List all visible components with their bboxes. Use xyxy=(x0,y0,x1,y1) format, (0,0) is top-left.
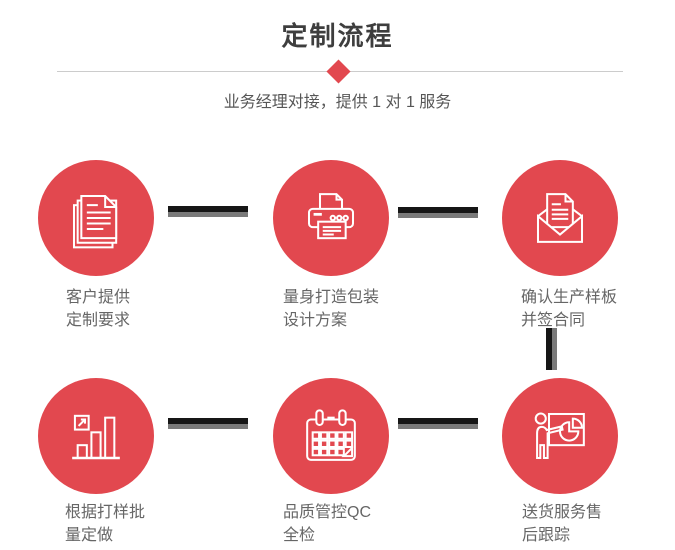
printer-icon xyxy=(298,185,364,251)
step6-label-line1: 送货服务售 xyxy=(522,504,603,521)
step1-label-line2: 定制要求 xyxy=(66,312,131,329)
step4-label-line2: 量定做 xyxy=(65,527,114,544)
step5-label: 品质管控QC 全检 xyxy=(283,501,371,547)
step6-label-line2: 后跟踪 xyxy=(522,527,571,544)
connector-step1-step2 xyxy=(168,206,248,217)
step5-circle xyxy=(273,378,389,494)
step6-circle xyxy=(502,378,618,494)
step1-label: 客户提供 定制要求 xyxy=(66,286,130,332)
step2-circle xyxy=(273,160,389,276)
step1-circle xyxy=(38,160,154,276)
connector-step3-step6 xyxy=(546,328,557,370)
connector-step2-step3 xyxy=(398,207,478,218)
calendar-icon xyxy=(298,403,364,469)
step3-circle xyxy=(502,160,618,276)
presentation-icon xyxy=(527,403,593,469)
envelope-icon xyxy=(527,185,593,251)
step2-label-line2: 设计方案 xyxy=(283,312,348,329)
documents-icon xyxy=(63,185,129,251)
step2-label: 量身打造包装 设计方案 xyxy=(283,286,379,332)
page-subtitle: 业务经理对接，提供 1 对 1 服务 xyxy=(223,94,452,111)
step3-label: 确认生产样板 并签合同 xyxy=(521,286,617,332)
step3-label-line2: 并签合同 xyxy=(521,312,586,329)
bar-chart-icon xyxy=(63,403,129,469)
diamond-icon xyxy=(326,59,351,84)
step4-label: 根据打样批 量定做 xyxy=(65,501,145,547)
connector-step5-step6 xyxy=(398,418,478,429)
step2-label-line1: 量身打造包装 xyxy=(283,289,380,306)
step1-label-line1: 客户提供 xyxy=(66,289,131,306)
step6-label: 送货服务售 后跟踪 xyxy=(522,501,602,547)
step4-label-line1: 根据打样批 xyxy=(65,504,146,521)
step3-label-line1: 确认生产样板 xyxy=(521,289,618,306)
connector-step4-step5 xyxy=(168,418,248,429)
page-title: 定制流程 xyxy=(281,21,394,51)
step5-label-line1: 品质管控QC xyxy=(283,504,372,521)
step4-circle xyxy=(38,378,154,494)
step5-label-line2: 全检 xyxy=(283,527,316,544)
